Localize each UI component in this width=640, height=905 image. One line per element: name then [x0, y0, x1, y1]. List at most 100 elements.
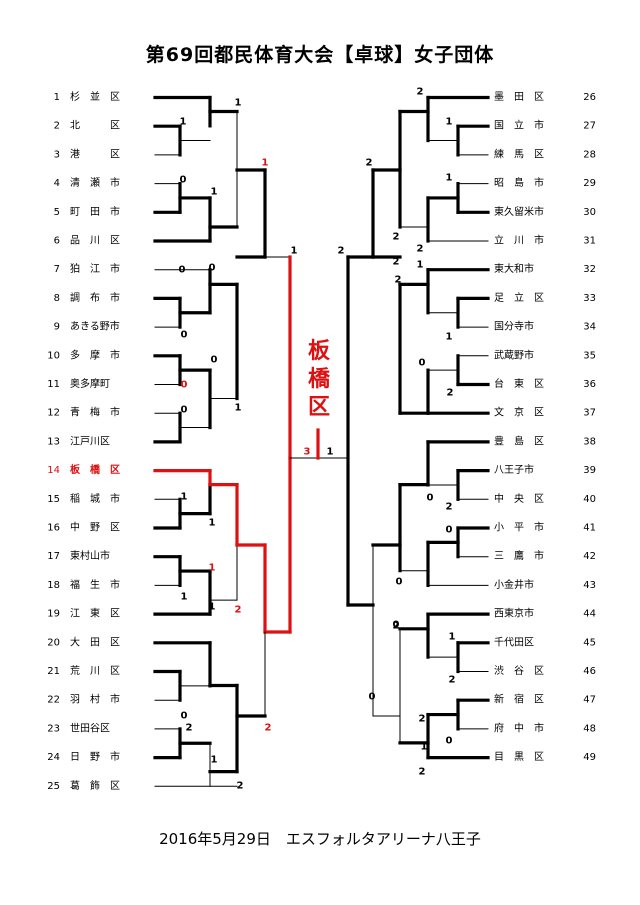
- match-score: 0: [179, 265, 186, 276]
- team-number: 32: [583, 264, 596, 275]
- team-number: 4: [54, 178, 60, 189]
- team-number: 8: [54, 293, 60, 304]
- team-number: 11: [47, 379, 60, 390]
- team-name: 新 宿 区: [494, 693, 544, 706]
- match-score: 1: [449, 632, 456, 643]
- team-name: 狛 江 市: [70, 262, 120, 275]
- match-score: 0: [446, 736, 453, 747]
- team-number: 34: [583, 322, 596, 333]
- team-number: 47: [583, 695, 596, 706]
- team-number: 9: [54, 322, 60, 333]
- match-score: 1: [181, 492, 188, 503]
- champion-label-char: 区: [308, 395, 330, 420]
- team-name: 奥多摩町: [70, 377, 110, 390]
- team-name: 文 京 区: [494, 406, 544, 419]
- team-name: 荒 川 区: [70, 665, 120, 677]
- team-name: 国 立 市: [494, 119, 544, 132]
- team-name: 町 田 市: [70, 205, 120, 218]
- team-name: 立 川 市: [494, 234, 544, 247]
- team-number: 38: [583, 436, 596, 447]
- match-score: 2: [419, 767, 426, 778]
- team-name: 青 梅 市: [70, 406, 120, 419]
- team-name: 西東京市: [494, 607, 534, 620]
- match-score: 1: [446, 117, 453, 128]
- team-name: 昭 島 市: [494, 176, 544, 189]
- team-name: 世田谷区: [70, 722, 110, 734]
- match-score: 0: [446, 525, 453, 536]
- team-number: 18: [47, 580, 60, 591]
- match-score: 1: [209, 563, 216, 574]
- champion-label-char: 板: [308, 339, 331, 364]
- match-score: 2: [393, 257, 400, 268]
- team-number: 30: [583, 207, 596, 218]
- page-title: 第69回都民体育大会【卓球】女子団体: [145, 44, 495, 66]
- team-name: 大 田 区: [70, 635, 120, 648]
- team-name: 板 橋 区: [70, 463, 120, 476]
- team-number: 2: [54, 121, 60, 132]
- team-number: 44: [583, 609, 596, 620]
- match-score: 1: [209, 602, 216, 613]
- team-name: 小金井市: [494, 578, 534, 591]
- event-date-venue: 2016年5月29日 エスフォルタアリーナ八王子: [159, 830, 481, 848]
- team-name: 杉 並 区: [70, 90, 120, 103]
- match-score: 2: [265, 723, 272, 734]
- match-score: 0: [181, 380, 188, 391]
- team-name: 豊 島 区: [494, 434, 544, 447]
- team-name: 羽 村 市: [70, 693, 120, 706]
- team-name: 台 東 区: [494, 377, 544, 390]
- team-name: 東久留米市: [494, 205, 544, 218]
- champion-label-char: 橋: [308, 367, 331, 392]
- match-score: 3: [304, 447, 311, 458]
- team-number: 24: [47, 752, 60, 763]
- match-score: 2: [235, 605, 242, 616]
- team-name: 八王子市: [494, 463, 534, 476]
- team-number: 13: [47, 436, 60, 447]
- match-score: 1: [327, 447, 334, 458]
- team-number: 22: [47, 695, 60, 706]
- team-name: 千代田区: [494, 636, 534, 648]
- match-score: 1: [209, 518, 216, 529]
- team-name: 中 央 区: [494, 492, 544, 505]
- match-score: 0: [393, 620, 400, 631]
- team-number: 12: [47, 408, 60, 419]
- team-number: 40: [583, 494, 596, 505]
- team-name: 品 川 区: [70, 235, 120, 247]
- team-name: 府 中 市: [494, 721, 544, 734]
- team-number: 33: [583, 293, 596, 304]
- match-score: 0: [180, 175, 187, 186]
- match-score: 0: [396, 577, 403, 588]
- match-score: 1: [446, 332, 453, 343]
- match-score: 2: [366, 158, 373, 169]
- match-score: 2: [417, 87, 424, 98]
- team-number: 28: [583, 149, 596, 160]
- match-score: 2: [186, 723, 193, 734]
- team-name: 目 黒 区: [494, 751, 544, 763]
- team-name: 東村山市: [70, 549, 110, 562]
- match-score: 1: [235, 98, 242, 109]
- team-number: 15: [47, 494, 60, 505]
- team-number: 17: [47, 551, 60, 562]
- match-score: 1: [446, 173, 453, 184]
- match-score: 0: [181, 330, 188, 341]
- team-number: 37: [583, 408, 596, 419]
- team-number: 49: [583, 752, 596, 763]
- match-score: 2: [419, 714, 426, 725]
- team-name: 墨 田 区: [494, 91, 544, 103]
- team-name: 多 摩 市: [70, 348, 120, 361]
- match-score: 2: [237, 781, 244, 792]
- team-number: 25: [47, 781, 60, 792]
- match-score: 2: [417, 244, 424, 255]
- match-score: 0: [209, 263, 216, 274]
- team-name: 三 鷹 市: [494, 549, 544, 562]
- match-score: 0: [181, 405, 188, 416]
- team-number: 43: [583, 580, 596, 591]
- team-name: 足 立 区: [494, 291, 544, 304]
- team-number: 23: [47, 723, 60, 734]
- match-score: 1: [262, 158, 269, 169]
- team-number: 39: [583, 465, 596, 476]
- team-name: 北 区: [70, 120, 120, 132]
- team-number: 26: [583, 92, 596, 103]
- match-score: 2: [447, 388, 454, 399]
- match-score: 2: [449, 675, 456, 686]
